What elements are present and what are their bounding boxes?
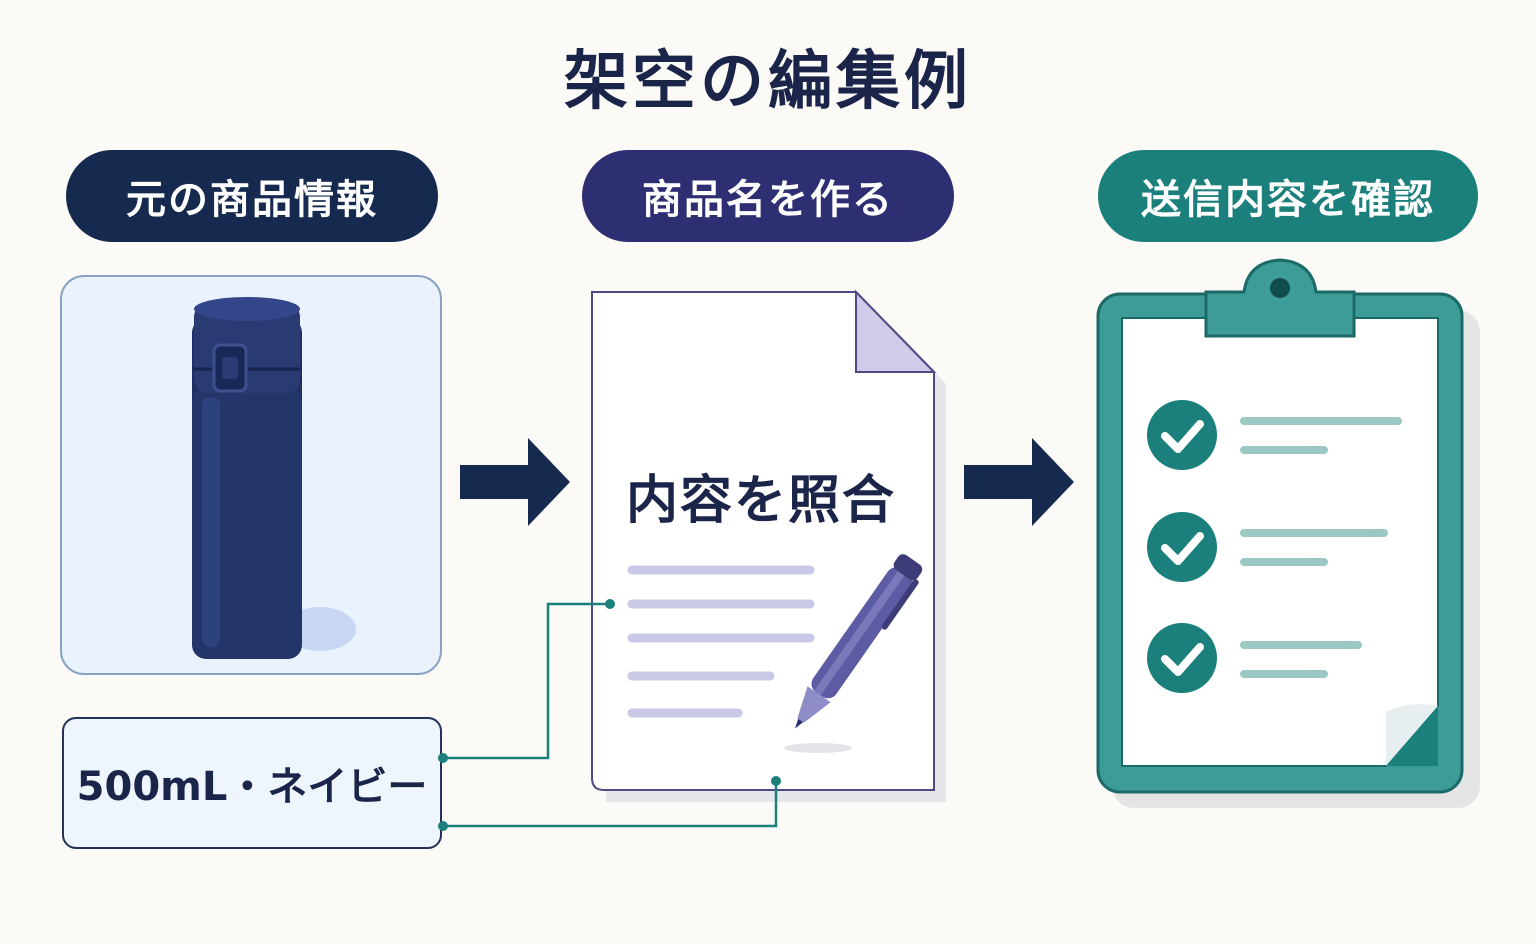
step-1-label: 元の商品情報 [66,150,438,242]
step-2-label: 商品名を作る [582,150,954,242]
page-title: 架空の編集例 [564,45,972,119]
arrow-right-icon [460,438,570,526]
bottle-icon [192,297,356,659]
check-icon [1147,400,1217,470]
check-icon [1147,512,1217,582]
check-icon [1147,623,1217,693]
document-label: 内容を照合 [625,471,896,531]
step-3-label: 送信内容を確認 [1098,150,1478,242]
pen-icon [794,554,923,729]
product-image-card [60,275,442,675]
product-spec-box: 500mL・ネイビー [62,717,442,849]
arrow-right-icon [964,438,1074,526]
